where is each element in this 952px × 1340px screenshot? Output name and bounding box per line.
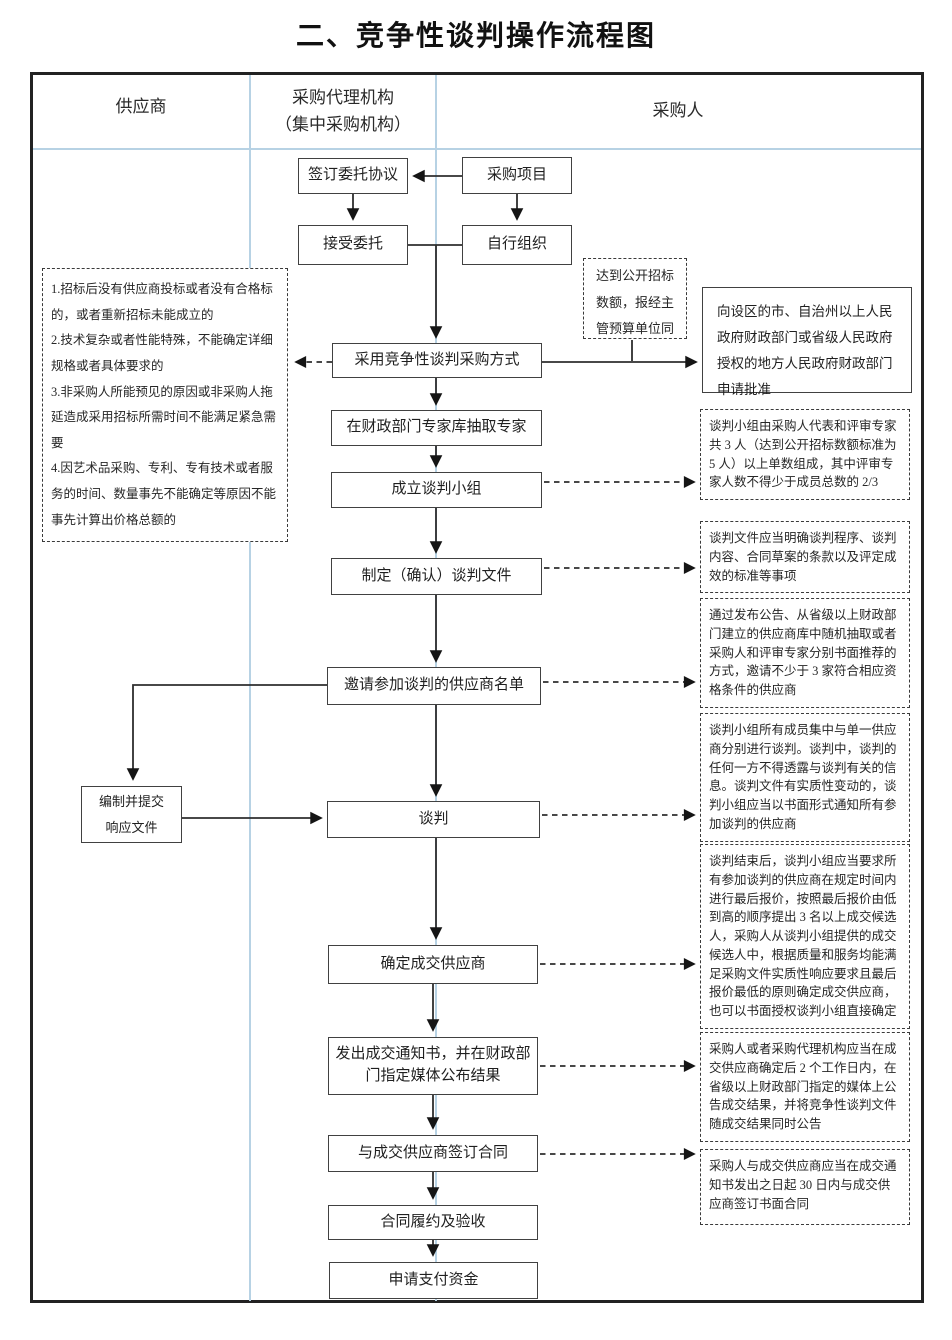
flow-node-determine-supplier: 确定成交供应商 [328,945,538,984]
annotation-final-quote: 谈判结束后，谈判小组应当要求所有参加谈判的供应商在规定时间内进行最后报价，按照最… [700,844,910,1029]
page-title: 二、竞争性谈判操作流程图 [295,21,656,52]
annotation-doc-requirements: 谈判文件应当明确谈判程序、谈判内容、合同草案的条款以及评定成效的标准等事项 [700,521,910,594]
flow-node-issue-notice: 发出成交通知书，并在财政部门指定媒体公布结果 [328,1037,538,1095]
annotation-group-composition: 谈判小组由采购人代表和评审专家共 3 人（达到公开招标数额标准为 5 人）以上单… [700,409,910,500]
flow-node-adopt-method: 采用竞争性谈判采购方式 [332,343,542,378]
condition-item: 2.技术复杂或者性能特殊，不能确定详细规格或者具体要求的 [51,333,273,373]
flow-node-sign-agreement: 签订委托协议 [298,158,408,194]
flow-node-negotiate: 谈判 [327,801,540,838]
annotation-conditions: 1.招标后没有供应商投标或者没有合格标的，或者重新招标未能成立的 2.技术复杂或… [42,268,288,543]
annotation-threshold: 达到公开招标 数额，报经主 管预算单位同 [583,258,687,339]
annotation-negotiation-rules: 谈判小组所有成员集中与单一供应商分别进行谈判。谈判中，谈判的任何一方不得透露与谈… [700,713,910,842]
diagram-border [30,72,924,1303]
lane-header-supplier: 供应商 [115,97,167,116]
flow-node-apply-payment: 申请支付资金 [329,1262,538,1299]
header-divider [33,148,921,150]
lane-divider-1 [249,75,251,1301]
flow-node-prepare-response: 编制并提交 响应文件 [81,786,182,843]
flow-node-perform-contract: 合同履约及验收 [328,1205,538,1240]
annotation-announce-result: 采购人或者采购代理机构应当在成交供应商确定后 2 个工作日内，在省级以上财政部门… [700,1032,910,1142]
annotation-sign-within-30: 采购人与成交供应商应当在成交通知书发出之日起 30 日内与成交供应商签订书面合同 [700,1149,910,1225]
flow-node-accept-entrustment: 接受委托 [298,225,408,265]
flow-node-sign-contract: 与成交供应商签订合同 [328,1135,538,1172]
flow-node-extract-experts: 在财政部门专家库抽取专家 [331,410,542,446]
flow-node-form-group: 成立谈判小组 [331,472,542,508]
lane-header-purchaser: 采购人 [652,101,704,120]
flow-node-self-organize: 自行组织 [462,225,572,265]
condition-item: 4.因艺术品采购、专利、专有技术或者服务的时间、数量事先不能确定等原因不能事先计… [51,461,277,527]
flow-node-invite-list: 邀请参加谈判的供应商名单 [327,667,541,705]
lane-header-agency: 采购代理机构 （集中采购机构） [275,88,411,135]
annotation-invitation-method: 通过发布公告、从省级以上财政部门建立的供应商库中随机抽取或者采购人和评审专家分别… [700,598,910,708]
flow-node-make-documents: 制定（确认）谈判文件 [331,558,542,595]
flow-node-procurement-project: 采购项目 [462,157,572,194]
flow-node-apply-approval: 向设区的市、自治州以上人民政府财政部门或省级人民政府授权的地方人民政府财政部门申… [702,287,912,397]
condition-item: 1.招标后没有供应商投标或者没有合格标的，或者重新招标未能成立的 [51,282,273,322]
condition-item: 3.非采购人所能预见的原因或非采购人拖延造成采用招标所需时间不能满足紧急需要 [51,384,277,450]
